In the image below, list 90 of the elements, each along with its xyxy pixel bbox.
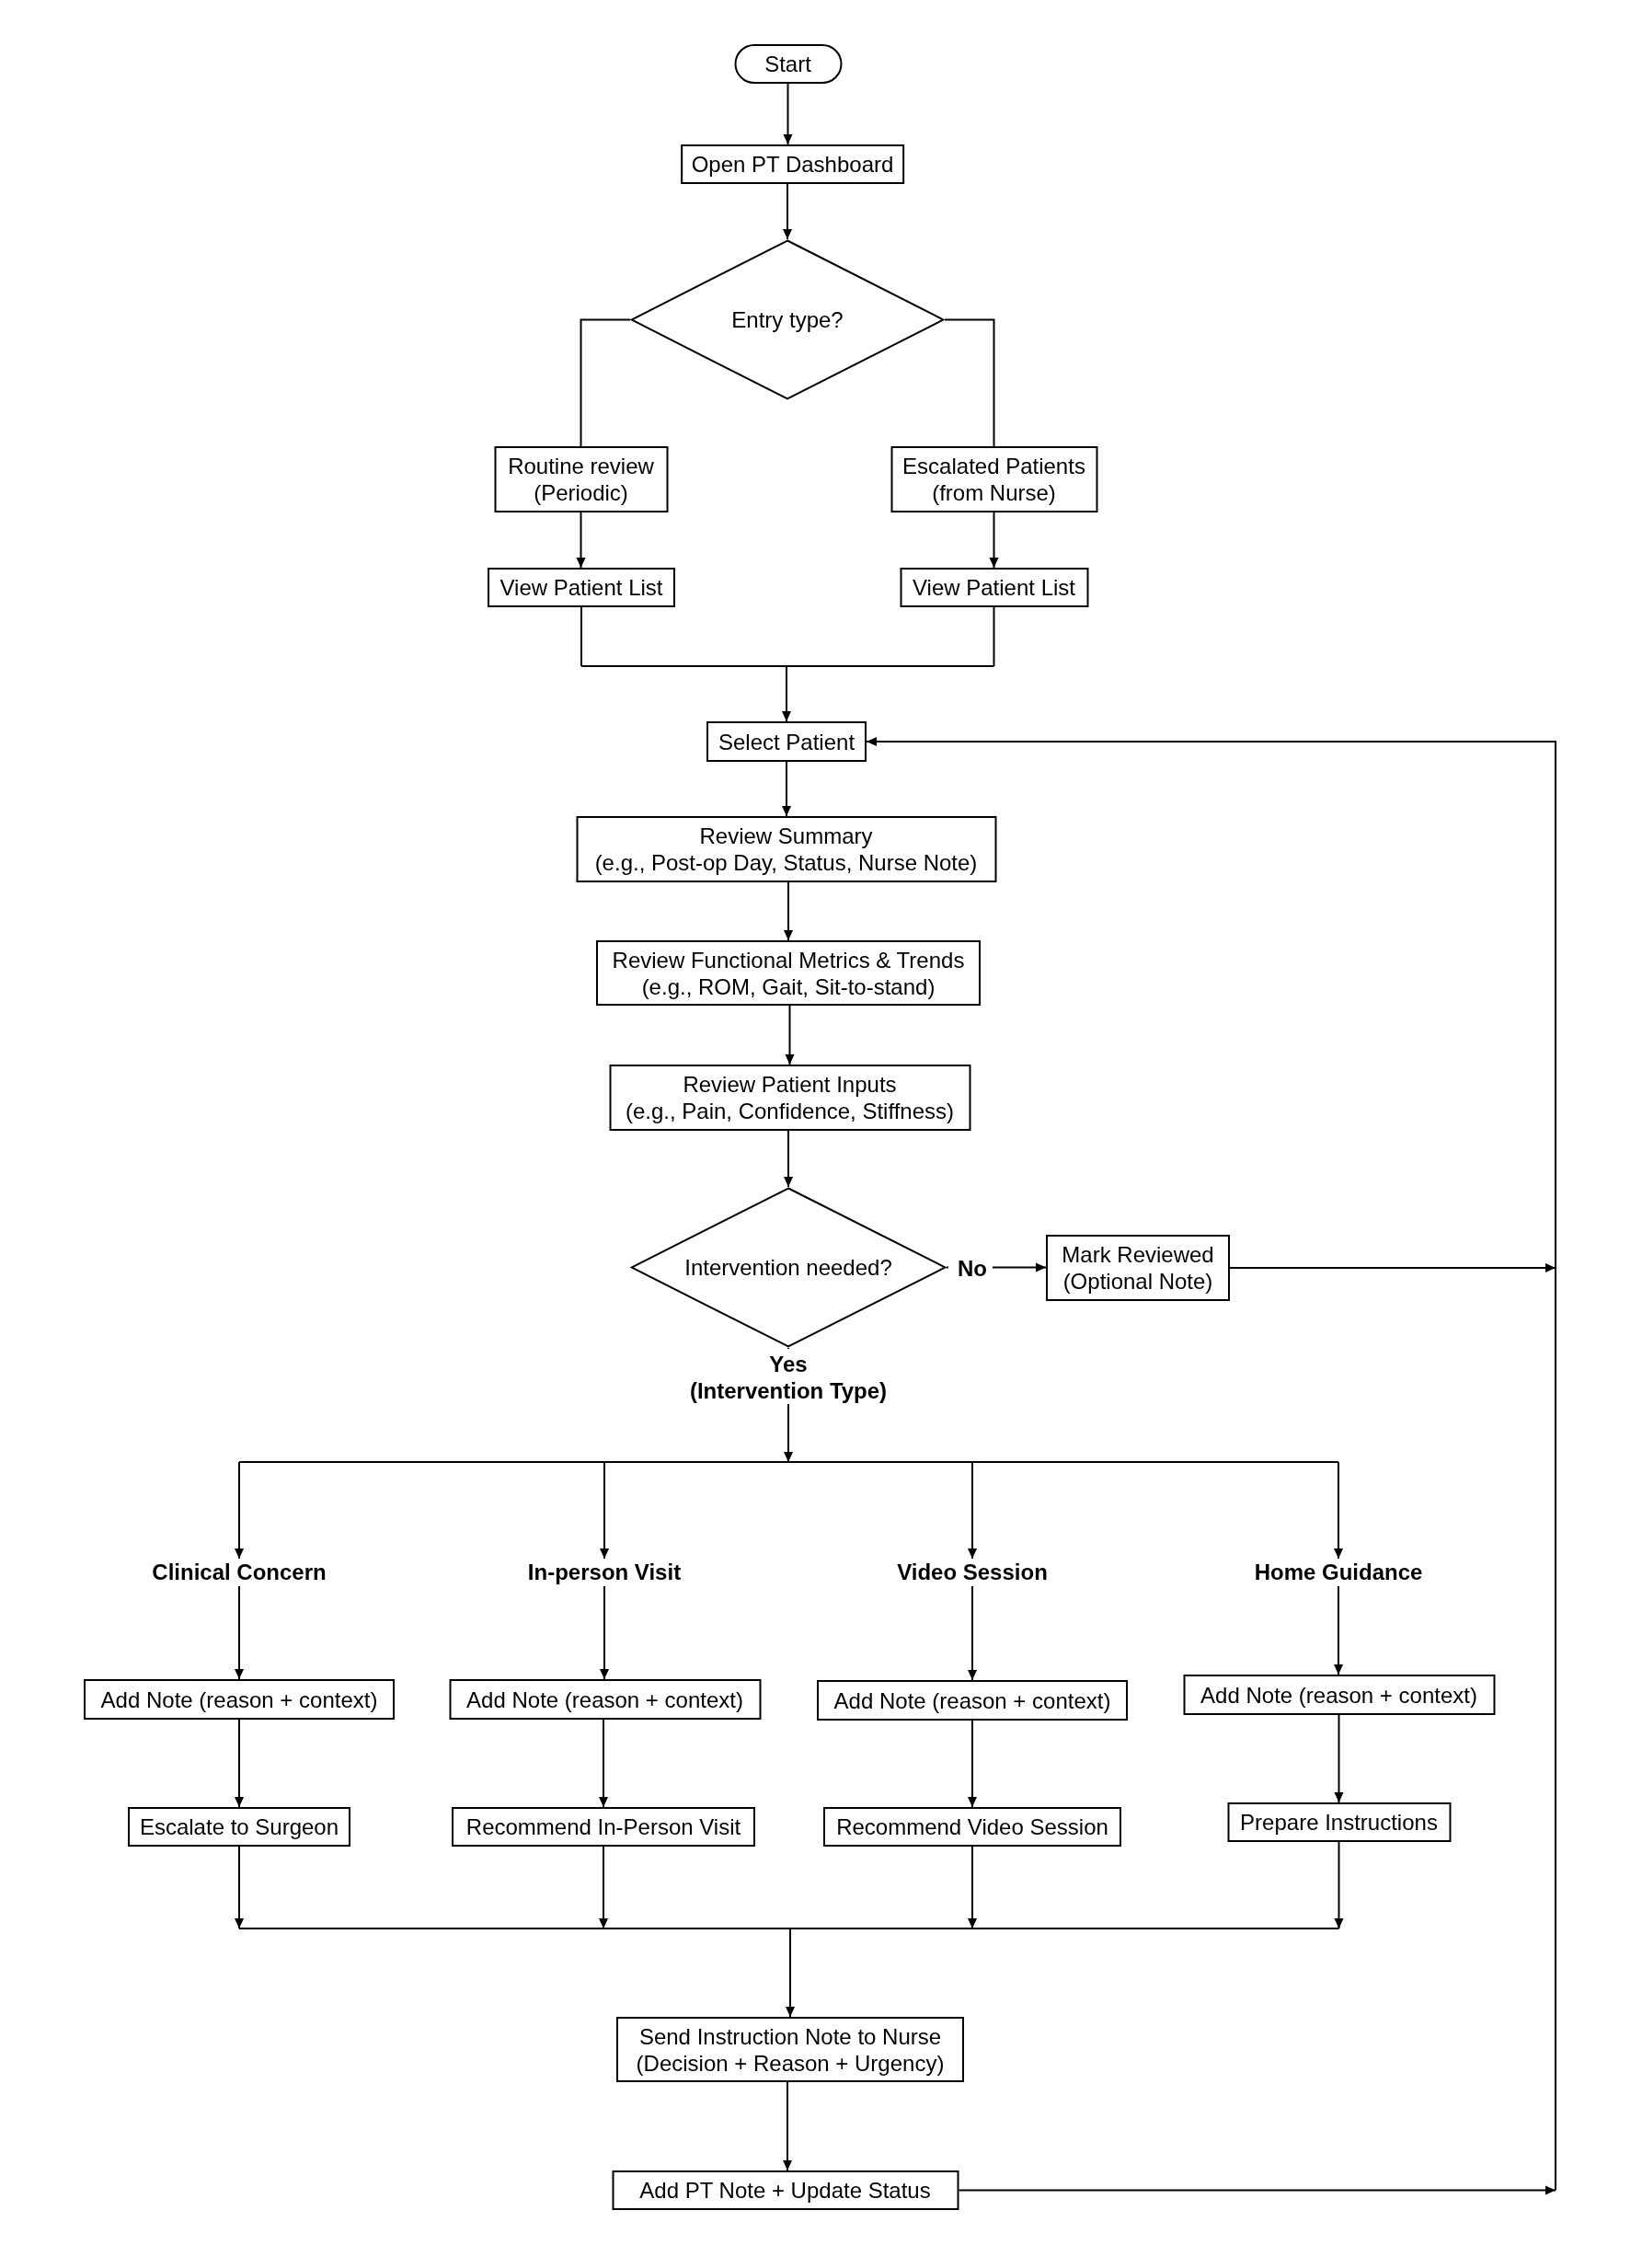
arrow [866, 736, 1556, 2192]
arrow [1333, 1585, 1344, 1675]
step-label: Escalated Patients [902, 453, 1085, 479]
step-detail: (e.g., ROM, Gait, Sit-to-stand) [641, 973, 936, 1000]
terminal-label: Start [764, 51, 811, 77]
arrow [782, 183, 793, 240]
arrow [580, 665, 995, 722]
process-box [1227, 1802, 1451, 1842]
arrow [238, 1928, 1340, 2018]
step-label: Review Patient Inputs [683, 1071, 897, 1098]
branch-heading: In-person Visit [527, 1559, 682, 1586]
step-label: View Patient List [913, 574, 1075, 601]
step-label: Mark Reviewed [1062, 1241, 1214, 1268]
process-box [452, 1807, 755, 1847]
process-box [488, 568, 675, 607]
step-label: Review Functional Metrics & Trends [612, 946, 965, 973]
arrow [599, 1585, 610, 1680]
process-box [84, 1679, 395, 1720]
branch-heading: Home Guidance [1254, 1559, 1423, 1586]
decision-label: Entry type? [731, 306, 844, 333]
arrow [783, 83, 793, 145]
step-label: Add Note (reason + context) [1200, 1681, 1477, 1709]
arrow [781, 761, 792, 817]
arrow [783, 1130, 794, 1188]
process-box [817, 1680, 1128, 1721]
arrow [234, 1846, 245, 1929]
connector-line [580, 318, 631, 447]
process-box [596, 940, 981, 1006]
arrow [989, 512, 999, 569]
step-detail: (Decision + Reason + Urgency) [636, 2049, 945, 2077]
step-label: Routine review [508, 453, 654, 479]
step-detail: (Periodic) [534, 479, 628, 506]
arrow [576, 512, 586, 569]
process-box [128, 1807, 350, 1847]
process-box [576, 816, 996, 882]
arrow [238, 1347, 1339, 1463]
arrow [234, 1719, 245, 1808]
step-label: Add Note (reason + context) [100, 1686, 378, 1713]
process-box [823, 1807, 1121, 1847]
arrow [967, 1720, 978, 1808]
step-label: Send Instruction Note to Nurse [638, 2022, 942, 2050]
decision-label: Intervention needed? [684, 1254, 892, 1281]
arrow [1334, 1714, 1344, 1803]
arrow [782, 2081, 793, 2171]
arrow [599, 1461, 610, 1560]
step-label: Add Note (reason + context) [833, 1687, 1111, 1714]
step-detail: (Optional Note) [1062, 1268, 1213, 1295]
process-box [1183, 1675, 1495, 1715]
connector-line [580, 606, 582, 667]
arrow [785, 1005, 795, 1065]
arrow [234, 1585, 245, 1680]
arrow [1334, 1841, 1344, 1929]
process-box [890, 446, 1097, 512]
arrow [967, 1461, 978, 1560]
process-box [1046, 1235, 1230, 1301]
start-terminal [734, 44, 842, 84]
process-box [612, 2170, 959, 2210]
arrow [783, 881, 794, 941]
step-detail: (from Nurse) [932, 479, 1056, 506]
process-box [706, 721, 867, 762]
step-label: Review Summary [699, 823, 873, 849]
step-label: Escalate to Surgeon [139, 1813, 339, 1840]
branch-heading: Video Session [897, 1559, 1048, 1586]
process-box [494, 446, 668, 512]
step-label: Select Patient [718, 728, 855, 755]
process-box [449, 1679, 761, 1720]
process-box [900, 568, 1088, 607]
arrow [598, 1719, 609, 1808]
step-detail: (e.g., Pain, Confidence, Stiffness) [625, 1098, 955, 1124]
step-label: View Patient List [499, 574, 663, 601]
arrow [967, 1846, 978, 1929]
step-label: Prepare Instructions [1240, 1809, 1438, 1836]
step-label: Recommend In-Person Visit [465, 1813, 741, 1840]
arrow [234, 1461, 245, 1560]
branch-heading: Clinical Concern [152, 1559, 327, 1586]
arrow [1229, 1262, 1556, 1273]
step-label: Open PT Dashboard [691, 151, 894, 178]
step-label: Recommend Video Session [836, 1813, 1108, 1840]
arrow [1333, 1461, 1344, 1560]
arrow [958, 2185, 1556, 2195]
arrow [598, 1846, 609, 1929]
arrow [967, 1585, 978, 1681]
process-box [616, 2017, 964, 2082]
process-box [680, 144, 905, 184]
process-box [609, 1065, 970, 1131]
connector-line [944, 318, 995, 447]
step-label: Add PT Note + Update Status [639, 2177, 931, 2204]
step-label: Add Note (reason + context) [466, 1686, 743, 1713]
step-detail: (e.g., Post-op Day, Status, Nurse Note) [594, 849, 978, 876]
connector-line [993, 606, 995, 667]
